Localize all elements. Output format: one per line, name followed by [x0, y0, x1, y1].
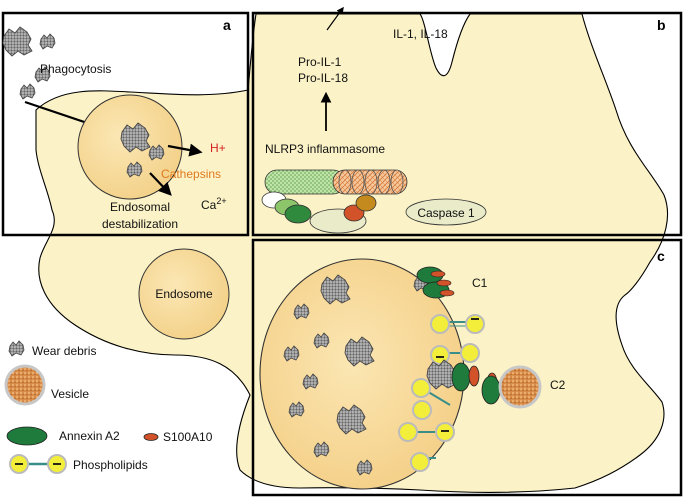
panel-b-letter: b — [657, 17, 666, 33]
phospholipid-icon — [9, 454, 67, 474]
panel-c-box — [251, 238, 683, 497]
nlrp3-complex — [261, 169, 408, 234]
endosomal-destabilization-label-2: destabilization — [102, 217, 178, 231]
s100a10-icon — [143, 433, 159, 441]
phagocytosis-label: Phagocytosis — [40, 62, 111, 76]
il-secreted-label: IL-1, IL-18 — [393, 27, 448, 41]
panel-c-letter: c — [657, 248, 665, 264]
pro-il18-label: Pro-IL-18 — [298, 71, 348, 85]
vesicle-icon — [4, 364, 46, 406]
panel-a-letter: a — [223, 17, 231, 33]
wear-debris-icon — [8, 340, 25, 357]
ca-arrow — [149, 172, 172, 196]
cathepsins-label: Cathepsins — [161, 167, 221, 181]
wear-debris-icon — [39, 33, 56, 50]
c1-label: C1 — [472, 276, 488, 290]
nlrp3-label: NLRP3 inflammasome — [265, 142, 385, 156]
c1-complex — [416, 266, 455, 299]
panel-b-box — [251, 11, 683, 237]
caspase-1-shape — [405, 198, 487, 226]
wear-debris-icon — [19, 83, 36, 100]
panel-a-box — [1, 11, 250, 237]
caspase-1-label: Caspase 1 — [417, 206, 475, 220]
secretion-arrow — [326, 6, 344, 31]
c2-label: C2 — [550, 378, 566, 392]
legend-vesicle-label: Vesicle — [51, 387, 89, 401]
legend-phospholipids-label: Phospholipids — [73, 458, 148, 472]
wear-debris-icon — [2, 26, 33, 57]
legend-wear-debris-label: Wear debris — [32, 344, 96, 358]
phospholipid-group — [398, 314, 485, 472]
annexin-icon — [6, 426, 48, 446]
c2-complex — [426, 359, 542, 409]
pro-il1-label: Pro-IL-1 — [298, 55, 342, 69]
endosomal-destabilization-label: Endosomal — [110, 200, 170, 214]
legend-annexin-label: Annexin A2 — [59, 429, 120, 443]
endosome-circle — [138, 248, 230, 340]
legend-s100a10-label: S100A10 — [163, 430, 213, 444]
h-arrow — [167, 143, 203, 157]
h-plus-label: H+ — [210, 141, 226, 155]
calcium-label: Ca2+ — [201, 196, 227, 212]
endosome-label: Endosome — [155, 287, 213, 301]
